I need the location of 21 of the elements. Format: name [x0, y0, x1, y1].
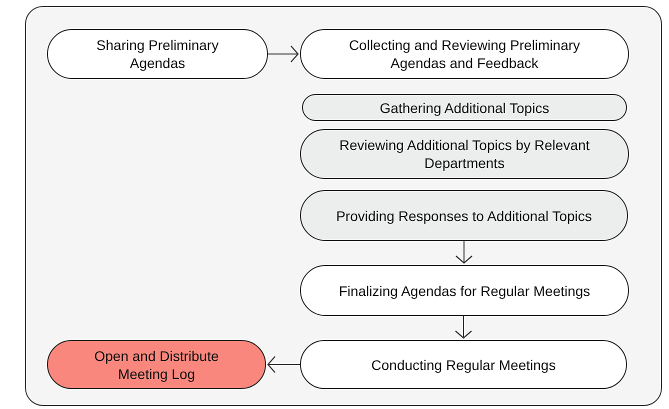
- step-label: Reviewing Additional Topics by Relevant Departments: [338, 136, 591, 172]
- step-label: Sharing Preliminary Agendas: [95, 36, 220, 72]
- process-pill: [300, 29, 629, 79]
- process-pill: [300, 340, 627, 389]
- step-label: Conducting Regular Meetings: [371, 356, 556, 374]
- process-pill: [47, 29, 268, 79]
- step-label: Gathering Additional Topics: [380, 98, 550, 116]
- process-pill: [47, 340, 266, 389]
- process-pill: [302, 94, 627, 121]
- panel-background: [25, 6, 662, 406]
- chevron-arrow: [455, 240, 473, 264]
- process-pill: [300, 265, 629, 316]
- step-label: Open and Distribute Meeting Log: [93, 346, 220, 382]
- step-label: Providing Responses to Additional Topics: [336, 206, 592, 224]
- process-pill: [300, 190, 628, 241]
- chevron-arrow: [267, 356, 300, 374]
- step-label: Collecting and Reviewing Preliminary Agendas and Feedback: [348, 36, 582, 72]
- process-pill: [300, 129, 629, 179]
- chevron-arrow: [268, 45, 299, 63]
- step-label: Finalizing Agendas for Regular Meetings: [338, 282, 590, 300]
- chevron-arrow: [454, 316, 472, 339]
